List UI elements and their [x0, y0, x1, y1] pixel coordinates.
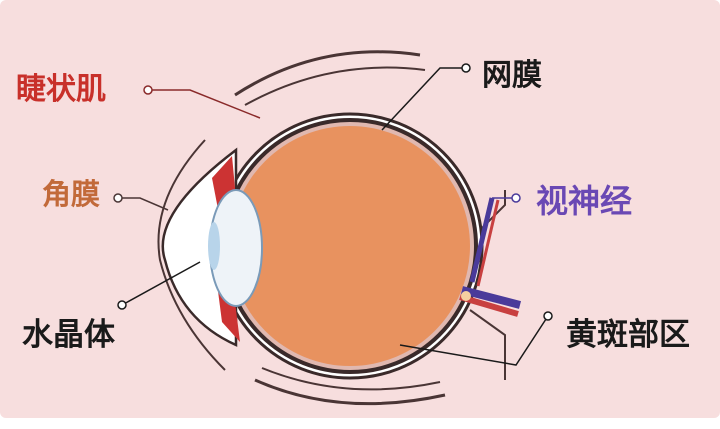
label-optic-nerve: 视神经	[536, 185, 632, 217]
leader-dot-optic	[512, 194, 520, 202]
leader-dot-macula	[544, 312, 552, 320]
label-lens: 水晶体	[22, 320, 115, 351]
leader-dot-ciliary	[144, 86, 152, 94]
leader-dot-cornea	[114, 194, 122, 202]
macula-spot	[461, 291, 471, 301]
label-macula: 黄斑部区	[566, 320, 690, 351]
leader-dot-retina	[462, 64, 470, 72]
label-cornea: 角膜	[42, 180, 100, 209]
lens-highlight	[208, 222, 220, 270]
label-retina: 网膜	[482, 61, 542, 91]
leader-dot-lens	[118, 301, 126, 309]
label-ciliary-muscle: 睫状肌	[16, 75, 106, 105]
vitreous-body	[230, 126, 470, 366]
